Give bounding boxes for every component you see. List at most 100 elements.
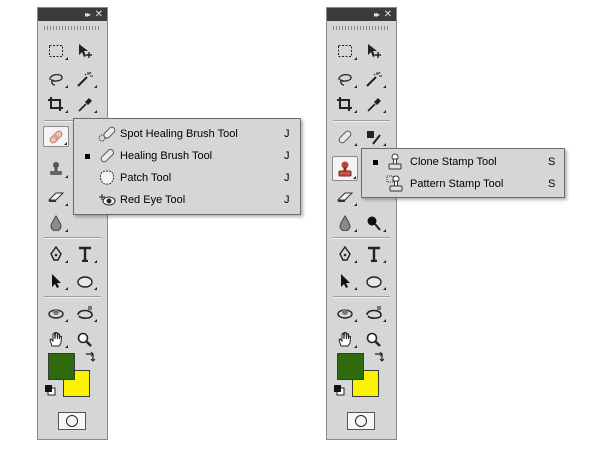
history-brush-icon (367, 130, 381, 145)
default-colors-icon[interactable] (333, 384, 345, 396)
menu-item-spot-healing-brush[interactable]: Spot Healing Brush Tool J (74, 123, 300, 145)
healing-brush-icon (49, 130, 63, 143)
ellipse-icon (77, 275, 93, 288)
pattern-stamp-icon (386, 175, 403, 192)
menu-item-patch[interactable]: Patch Tool J (74, 167, 300, 189)
crop-icon (48, 96, 63, 111)
panel-grip[interactable] (333, 26, 390, 30)
crop-tool[interactable] (43, 93, 69, 114)
magic-wand-icon (77, 71, 93, 87)
3d-orbit-icon (77, 305, 93, 319)
swap-colors-icon[interactable] (84, 351, 96, 363)
hand-icon (49, 331, 63, 346)
menu-item-clone-stamp[interactable]: Clone Stamp Tool S (362, 151, 564, 173)
collapse-icon[interactable]: ▸▸ (373, 10, 380, 19)
menu-item-label: Pattern Stamp Tool (410, 178, 504, 190)
panel-title-bar[interactable]: ▸▸ ✕ (38, 8, 107, 21)
move-icon (79, 43, 92, 58)
history-brush-tool[interactable] (361, 126, 387, 147)
pen-tool[interactable] (332, 243, 358, 264)
menu-item-label: Patch Tool (120, 172, 172, 184)
menu-item-label: Spot Healing Brush Tool (120, 128, 238, 140)
separator (44, 120, 101, 121)
menu-item-shortcut: J (284, 172, 290, 184)
close-icon[interactable]: ✕ (94, 9, 103, 20)
separator (333, 237, 390, 238)
path-selection-tool[interactable] (332, 270, 358, 291)
quick-mask-button[interactable] (347, 412, 375, 430)
magnifier-icon (366, 332, 381, 347)
shape-tool[interactable] (361, 270, 387, 291)
separator (44, 237, 101, 238)
menu-item-pattern-stamp[interactable]: Pattern Stamp Tool S (362, 173, 564, 195)
pen-tool[interactable] (43, 243, 69, 264)
eraser-icon (336, 192, 354, 202)
lasso-tool[interactable] (332, 68, 358, 89)
hand-tool[interactable] (332, 328, 358, 349)
quick-mask-button[interactable] (58, 412, 86, 430)
separator (333, 120, 390, 121)
3d-rotate-tool[interactable] (332, 302, 358, 323)
selected-indicator (373, 160, 378, 165)
magic-wand-tool[interactable] (72, 68, 98, 89)
zoom-tool[interactable] (361, 328, 387, 349)
healing-brush-icon (100, 148, 115, 163)
eraser-tool[interactable] (43, 186, 69, 207)
shape-tool[interactable] (72, 270, 98, 291)
marquee-tool[interactable] (332, 40, 358, 61)
clone-stamp-tool[interactable] (43, 158, 69, 179)
move-tool[interactable] (72, 40, 98, 61)
menu-item-red-eye[interactable]: Red Eye Tool J (74, 189, 300, 211)
eyedropper-tool[interactable] (72, 93, 98, 114)
foreground-color-swatch[interactable] (337, 353, 364, 380)
pen-icon (50, 245, 62, 261)
healing-brush-tool[interactable] (43, 126, 69, 147)
hand-icon (338, 331, 352, 346)
3d-orbit-tool[interactable] (72, 302, 98, 323)
type-icon (368, 246, 380, 262)
background-color-swatch[interactable] (352, 370, 379, 397)
crop-tool[interactable] (332, 93, 358, 114)
panel-grip[interactable] (44, 26, 101, 30)
marquee-tool[interactable] (43, 40, 69, 61)
lasso-tool[interactable] (43, 68, 69, 89)
separator (44, 296, 101, 297)
default-colors-icon[interactable] (44, 384, 56, 396)
type-tool[interactable] (361, 243, 387, 264)
patch-icon (99, 170, 115, 185)
clone-stamp-icon (338, 161, 352, 176)
toolbox-panel-left: ▸▸ ✕ (37, 7, 108, 440)
swap-colors-icon[interactable] (373, 351, 385, 363)
menu-item-healing-brush[interactable]: Healing Brush Tool J (74, 145, 300, 167)
clone-stamp-icon (388, 153, 402, 170)
blur-tool[interactable] (43, 212, 69, 233)
collapse-icon[interactable]: ▸▸ (84, 10, 91, 19)
clone-stamp-tool[interactable] (332, 156, 358, 181)
move-tool[interactable] (361, 40, 387, 61)
clone-stamp-icon (50, 161, 62, 175)
panel-title-bar[interactable]: ▸▸ ✕ (327, 8, 396, 21)
burn-tool[interactable] (361, 212, 387, 233)
3d-orbit-tool[interactable] (361, 302, 387, 323)
path-selection-tool[interactable] (43, 270, 69, 291)
red-eye-icon (99, 194, 116, 206)
magic-wand-tool[interactable] (361, 68, 387, 89)
3d-rotate-icon (48, 308, 64, 319)
3d-rotate-tool[interactable] (43, 302, 69, 323)
background-color-swatch[interactable] (63, 370, 90, 397)
foreground-color-swatch[interactable] (48, 353, 75, 380)
pen-icon (339, 245, 351, 261)
hand-tool[interactable] (43, 328, 69, 349)
eraser-tool[interactable] (332, 186, 358, 207)
menu-item-shortcut: S (548, 156, 556, 168)
healing-brush-tool[interactable] (332, 126, 358, 147)
type-tool[interactable] (72, 243, 98, 264)
close-icon[interactable]: ✕ (383, 9, 392, 20)
zoom-tool[interactable] (72, 328, 98, 349)
spot-healing-brush-icon (98, 126, 116, 142)
eyedropper-tool[interactable] (361, 93, 387, 114)
blur-drop-icon (339, 214, 351, 231)
blur-tool[interactable] (332, 212, 358, 233)
menu-item-label: Red Eye Tool (120, 194, 186, 206)
magnifier-icon (77, 332, 92, 347)
